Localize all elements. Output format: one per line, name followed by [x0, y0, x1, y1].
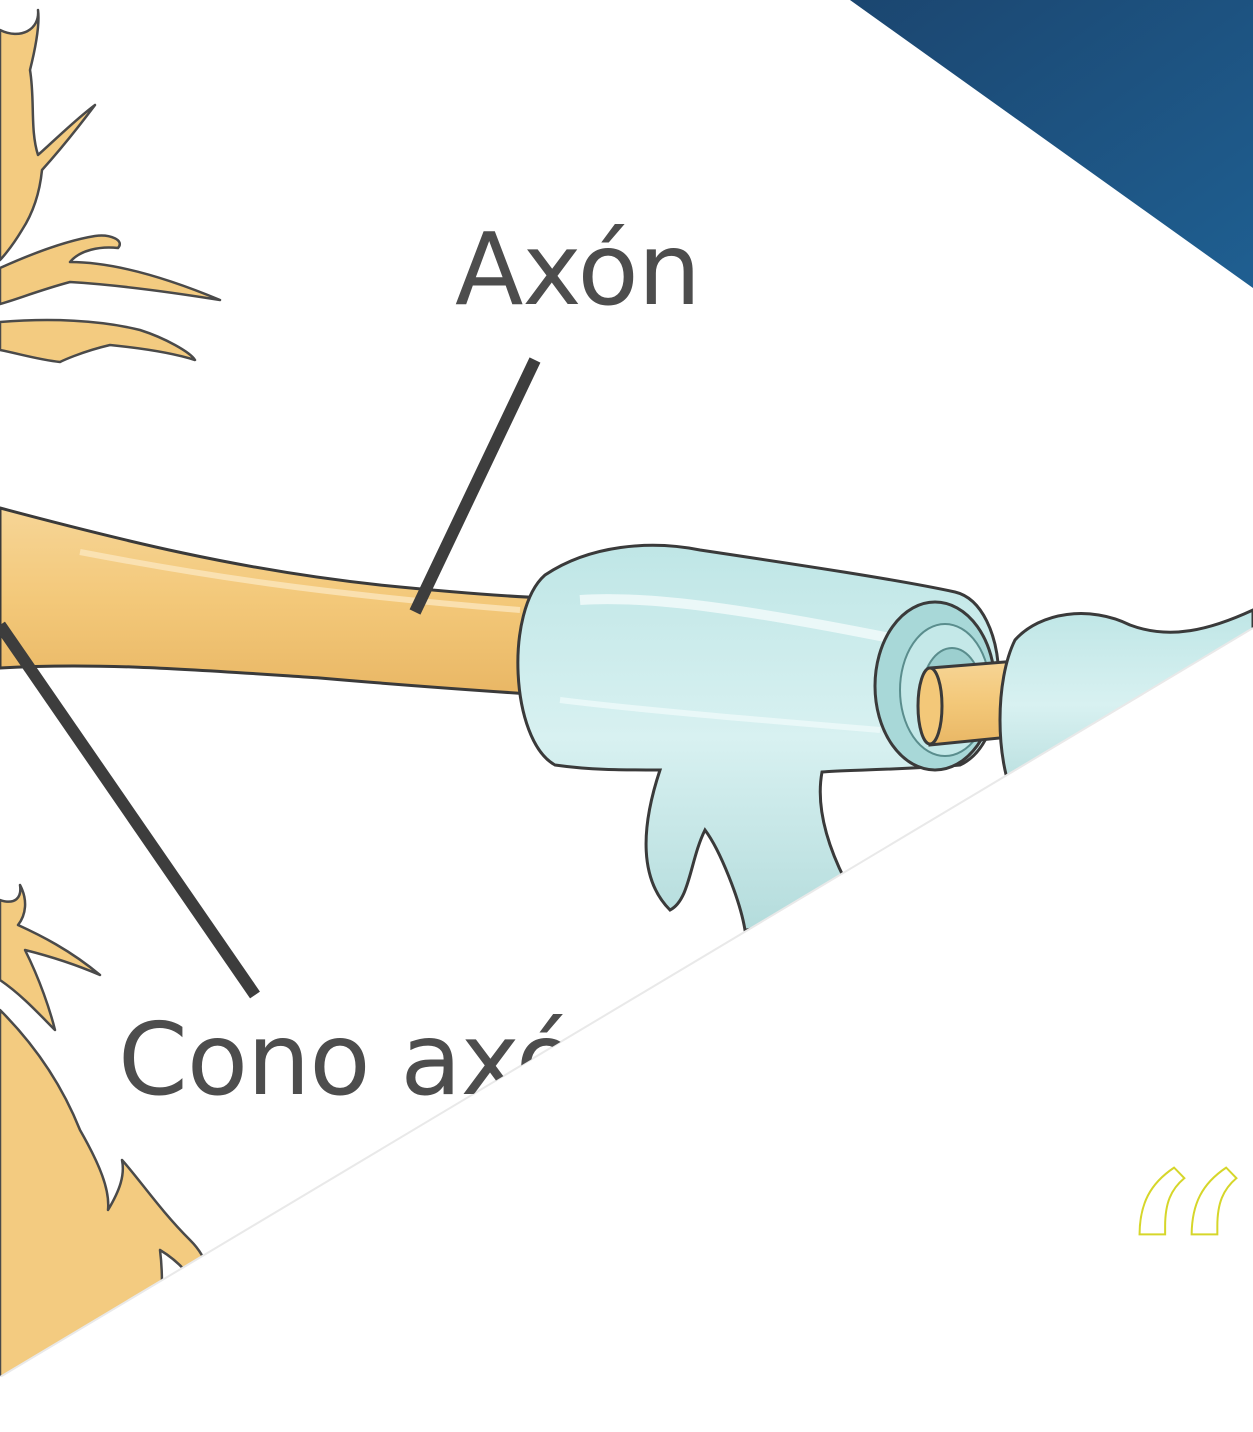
quote-mark-icon: “: [1112, 1140, 1250, 1410]
neuron-diagram: Axón Cono axónico “: [0, 0, 1253, 1377]
